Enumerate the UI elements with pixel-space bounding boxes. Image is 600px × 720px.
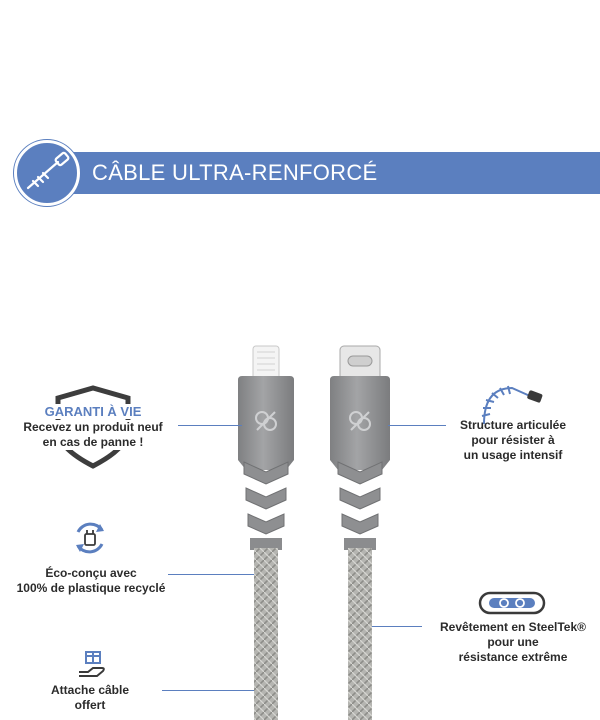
eco-line2: 100% de plastique recyclé xyxy=(16,581,166,595)
warranty-title: GARANTI À VIE xyxy=(41,404,145,419)
eco-line1: Éco-conçu avec xyxy=(45,566,137,580)
feature-articulated: Structure articulée pour résister à un u… xyxy=(438,418,588,463)
gift-hand-icon xyxy=(79,651,105,677)
articulated-line2: pour résister à xyxy=(471,433,555,447)
left-braided-cable xyxy=(254,548,278,720)
strap-line1: Attache câble xyxy=(50,683,130,697)
recycle-charger-icon xyxy=(76,522,104,554)
steeltek-line3: résistance extrême xyxy=(458,650,568,664)
banner-badge xyxy=(14,140,80,206)
cable-icon xyxy=(26,151,70,190)
steeltek-line2: pour une xyxy=(487,635,539,649)
line-warranty xyxy=(178,425,242,426)
articulated-line1: Structure articulée xyxy=(459,418,567,432)
steeltek-line1: Revêtement en SteelTek® xyxy=(439,620,586,634)
right-braided-cable xyxy=(348,548,372,720)
line-articulated xyxy=(388,425,446,426)
line-strap xyxy=(162,690,254,691)
line-steeltek xyxy=(372,626,422,627)
articulated-line3: un usage intensif xyxy=(463,448,563,462)
line-eco xyxy=(168,574,254,575)
logo-mark-icon xyxy=(255,411,371,431)
strap-line2: offert xyxy=(74,698,106,712)
feature-warranty: GARANTI À VIE Recevez un produit neuf en… xyxy=(8,404,178,450)
warranty-line2: en cas de panne ! xyxy=(40,435,146,450)
banner-title: CÂBLE ULTRA-RENFORCÉ xyxy=(92,160,378,185)
steeltek-link-icon xyxy=(478,591,546,615)
articulated-cable-icon xyxy=(481,385,543,425)
warranty-line1: Recevez un produit neuf xyxy=(8,420,178,435)
feature-steeltek: Revêtement en SteelTek® pour une résista… xyxy=(430,620,596,665)
feature-strap: Attache câble offert xyxy=(20,683,160,713)
feature-eco: Éco-conçu avec 100% de plastique recyclé xyxy=(6,566,176,596)
title-banner xyxy=(40,152,600,194)
